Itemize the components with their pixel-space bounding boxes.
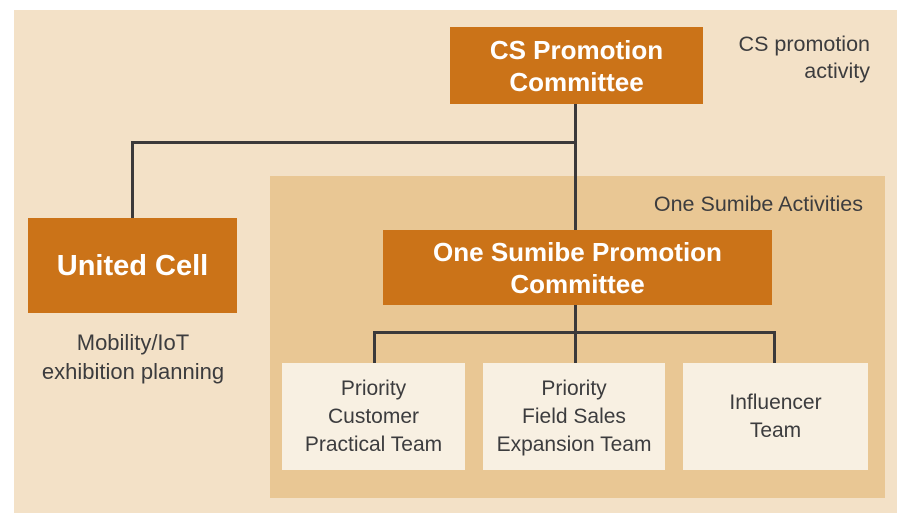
node-one-sumibe-promotion-committee: One Sumibe Promotion Committee bbox=[383, 230, 772, 305]
connector-united-cell-branch-line bbox=[131, 141, 577, 144]
node-cs-promotion-committee: CS Promotion Committee bbox=[450, 27, 703, 104]
node-priority-field-sales-expansion-team: Priority Field Sales Expansion Team bbox=[483, 363, 665, 470]
united-cell-caption: Mobility/IoT exhibition planning bbox=[41, 330, 225, 384]
cs-promotion-activity-label: CS promotion activity bbox=[738, 32, 870, 83]
connector-teams-horizontal-line bbox=[373, 331, 776, 334]
node-united-cell: United Cell bbox=[28, 218, 237, 313]
connector-team3-drop-line bbox=[773, 331, 776, 364]
connector-team1-drop-line bbox=[373, 331, 376, 364]
node-priority-customer-practical-team: Priority Customer Practical Team bbox=[282, 363, 465, 470]
connector-root-vertical-line bbox=[574, 103, 577, 232]
node-influencer-team: Influencer Team bbox=[683, 363, 868, 470]
one-sumibe-activities-label: One Sumibe Activities bbox=[653, 192, 863, 216]
connector-united-cell-drop-line bbox=[131, 141, 134, 220]
